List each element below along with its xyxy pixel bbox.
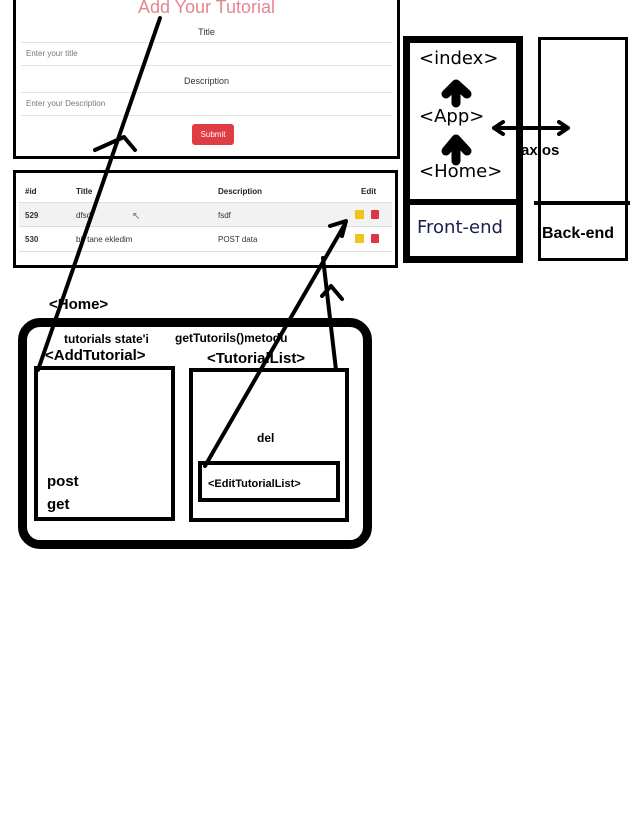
- state-note: tutorials state'i: [64, 332, 149, 346]
- frontend-label: Front-end: [417, 217, 503, 238]
- frontend-divider: [403, 199, 523, 205]
- row-id: 529: [25, 211, 39, 220]
- header-id: #id: [25, 187, 37, 196]
- tutorial-list-label: <TutorialList>: [207, 350, 306, 367]
- app-label: <App>: [419, 106, 485, 127]
- axios-label: axios: [521, 142, 560, 159]
- get-label: get: [47, 496, 70, 513]
- method-note: getTutorils()metodu: [175, 331, 288, 345]
- backend-box: [538, 37, 628, 261]
- row-title: bir tane ekledim: [76, 235, 133, 244]
- edit-icon[interactable]: [355, 234, 364, 243]
- header-edit: Edit: [361, 187, 377, 196]
- form-title: Add Your Tutorial: [137, 0, 276, 17]
- mouse-cursor-icon: ↖: [132, 211, 141, 222]
- frontend-box: [403, 36, 523, 263]
- description-input[interactable]: Enter your Description: [21, 92, 392, 116]
- row-description: fsdf: [218, 211, 231, 220]
- home-diagram-label: <Home>: [49, 296, 109, 313]
- title-label: Title: [198, 27, 215, 37]
- index-label: <index>: [419, 48, 499, 69]
- row-description: POST data: [218, 235, 258, 244]
- list-chevron-arrow: [320, 284, 344, 301]
- del-label: del: [257, 431, 275, 445]
- title-input[interactable]: Enter your title: [21, 42, 392, 66]
- header-description: Description: [218, 187, 263, 196]
- backend-divider: [534, 201, 630, 205]
- edit-icon[interactable]: [355, 210, 364, 219]
- submit-button[interactable]: Submit: [192, 124, 234, 145]
- tutorial-table: #id Title Description Edit 529 dfsd ↖ fs…: [13, 170, 398, 268]
- post-label: post: [47, 473, 79, 490]
- edit-tutorial-list-label: <EditTutorialList>: [208, 478, 301, 490]
- table-row: 530 bir tane ekledim POST data: [19, 226, 392, 252]
- description-label: Description: [183, 76, 230, 86]
- trash-icon[interactable]: [371, 210, 379, 219]
- table-header: #id Title Description Edit: [19, 179, 392, 203]
- home-stack-label: <Home>: [419, 161, 503, 182]
- trash-icon[interactable]: [371, 234, 379, 243]
- add-tutorial-form: Add Your Tutorial Title Enter your title…: [13, 0, 400, 159]
- table-row: 529 dfsd ↖ fsdf: [19, 202, 392, 227]
- add-tutorial-label: <AddTutorial>: [45, 347, 146, 364]
- row-title: dfsd: [76, 211, 92, 220]
- header-title: Title: [76, 187, 93, 196]
- row-id: 530: [25, 235, 39, 244]
- backend-label: Back-end: [542, 225, 615, 242]
